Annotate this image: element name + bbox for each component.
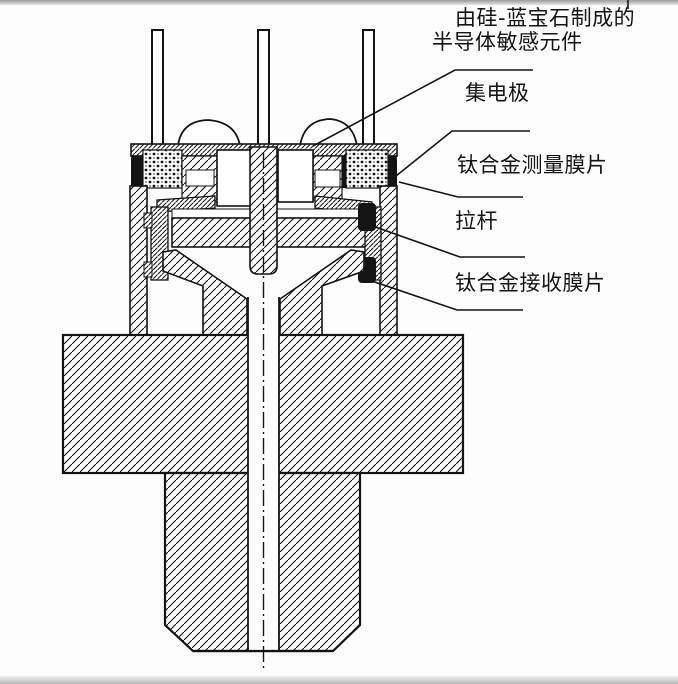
bracket-tab-left-bottom — [143, 261, 153, 278]
leader-lines — [312, 0, 629, 311]
label-pull-rod: 拉杆 — [455, 209, 498, 233]
page-edge-top — [0, 0, 678, 5]
internal-mechanism — [143, 146, 382, 283]
label-measuring-diaphragm: 钛合金测量膜片 — [457, 153, 608, 177]
label-sensing-element-line2: 半导体敏感元件 — [432, 30, 583, 54]
funnel-right — [279, 249, 365, 336]
label-receiving-diaphragm: 钛合金接收膜片 — [455, 271, 606, 295]
spacer-bar-left — [171, 208, 251, 219]
spacer-bar-right — [276, 208, 368, 219]
leader-measuring-diaphragm — [398, 181, 523, 198]
leader-sensing-element — [312, 69, 533, 147]
weld-bump-right — [298, 118, 359, 147]
callout-labels: 由硅-蓝宝石制成的 半导体敏感元件 集电极 钛合金测量膜片 拉杆 钛合金接收膜片 — [432, 6, 635, 295]
label-sensing-element-line1: 由硅-蓝宝石制成的 — [455, 6, 635, 30]
inner-step-right — [314, 169, 341, 188]
sensing-element-block-left — [216, 149, 254, 207]
glass-seal-left — [142, 149, 183, 189]
funnel-left — [162, 249, 248, 336]
pin-center — [257, 29, 270, 149]
glass-seal-right — [345, 149, 389, 189]
leader-pull-rod — [363, 222, 525, 258]
page-edge-bottom — [0, 676, 678, 684]
weld-bump-left — [176, 119, 242, 147]
leader-receiving-diaphragm — [362, 277, 523, 311]
bracket-tab-left-top — [143, 212, 153, 229]
pin-left — [151, 29, 164, 149]
shell-wall-right — [379, 185, 398, 336]
inner-step-left — [185, 169, 215, 187]
seal-ring-right-top — [358, 203, 376, 231]
leader-collector — [395, 130, 530, 177]
pin-right — [362, 29, 375, 149]
sensing-element-block-right — [277, 149, 314, 203]
label-collector: 集电极 — [465, 81, 530, 105]
header-interior — [181, 149, 343, 207]
shell-wall-left — [129, 185, 148, 336]
